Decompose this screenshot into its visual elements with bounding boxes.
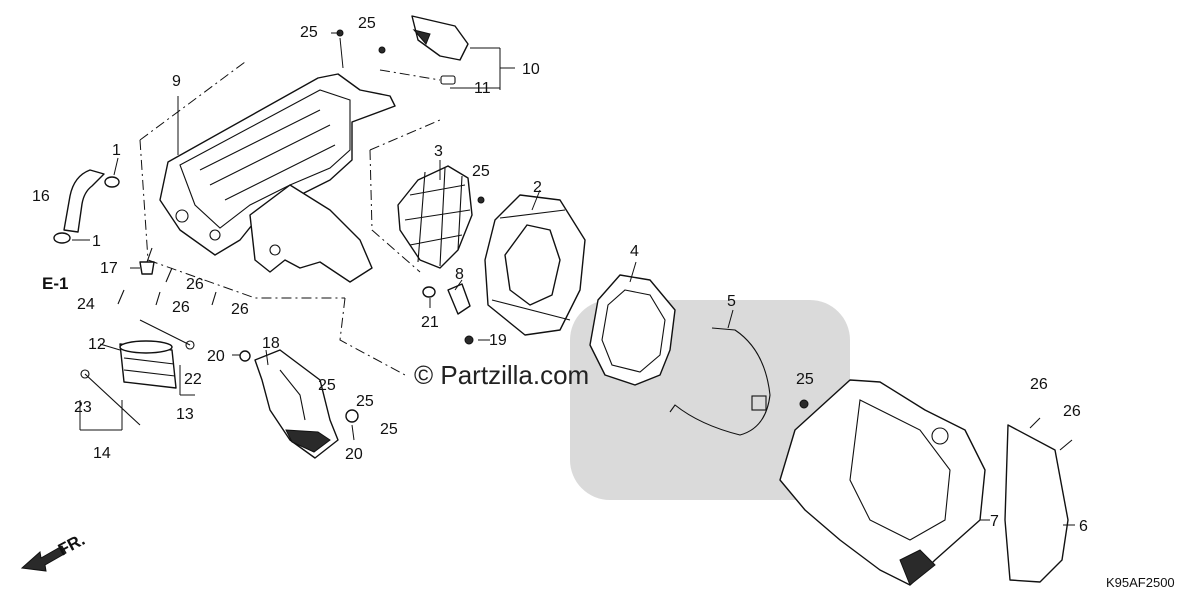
front-arrow: FR.: [20, 530, 88, 572]
callout-19: 19: [489, 332, 507, 349]
callout-26-a: 26: [186, 276, 204, 293]
callout-25-center: 25: [472, 163, 490, 180]
fasteners-left: [117, 247, 217, 306]
callout-25-right: 25: [796, 371, 814, 388]
callout-18: 18: [262, 335, 280, 352]
callout-8: 8: [455, 266, 464, 283]
air-cleaner-cover: [779, 379, 986, 586]
callout-26-d: 26: [1030, 376, 1048, 393]
callout-17: 17: [100, 260, 118, 277]
resonator: [239, 349, 359, 459]
callout-labels: 25 25 10 11 9 1 16 1 E-1 17 24 26 26 26 …: [32, 15, 1088, 535]
callout-10: 10: [522, 61, 540, 78]
screws-right: [336, 29, 1073, 451]
connecting-tube: [80, 319, 195, 426]
callout-25-mid-a: 25: [318, 377, 336, 394]
element-frame: [589, 274, 676, 386]
leader-lines: [72, 32, 1075, 526]
callout-14: 14: [93, 445, 111, 462]
callout-25-mid-b: 25: [356, 393, 374, 410]
callout-25-mid-c: 25: [380, 421, 398, 438]
callout-26-c: 26: [231, 301, 249, 318]
air-cleaner-screen: [397, 165, 473, 269]
callout-9: 9: [172, 73, 181, 90]
callout-20-bottom: 20: [345, 446, 363, 463]
callout-2: 2: [533, 179, 542, 196]
outer-cover: [1004, 424, 1069, 583]
callout-23: 23: [74, 399, 92, 416]
phantom-lines: [139, 61, 441, 376]
snorkel-cover: [411, 15, 469, 85]
drawing-code: K95AF2500: [1106, 575, 1175, 590]
callout-1-lower: 1: [92, 233, 101, 250]
callout-25-top: 25: [358, 15, 376, 32]
wire-band: [669, 327, 771, 436]
callout-16: 16: [32, 188, 50, 205]
callout-1-upper: 1: [112, 142, 121, 159]
air-cleaner-element: [484, 194, 586, 336]
callout-21: 21: [421, 314, 439, 331]
callout-12: 12: [88, 336, 106, 353]
callout-7: 7: [990, 513, 999, 530]
callout-20-left: 20: [207, 348, 225, 365]
callout-24: 24: [77, 296, 95, 313]
callout-25-top-left: 25: [300, 24, 318, 41]
watermark-text: © Partzilla.com: [414, 360, 589, 390]
callout-6: 6: [1079, 518, 1088, 535]
callout-26-e: 26: [1063, 403, 1081, 420]
drain-tube: [53, 169, 120, 244]
cross-ref-e1: E-1: [42, 274, 68, 293]
callout-22: 22: [184, 371, 202, 388]
callout-4: 4: [630, 243, 639, 260]
air-cleaner-case: [159, 73, 396, 283]
callout-5: 5: [727, 293, 736, 310]
callout-3: 3: [434, 143, 443, 160]
callout-11: 11: [474, 80, 491, 97]
callout-26-b: 26: [172, 299, 190, 316]
callout-13: 13: [176, 406, 194, 423]
